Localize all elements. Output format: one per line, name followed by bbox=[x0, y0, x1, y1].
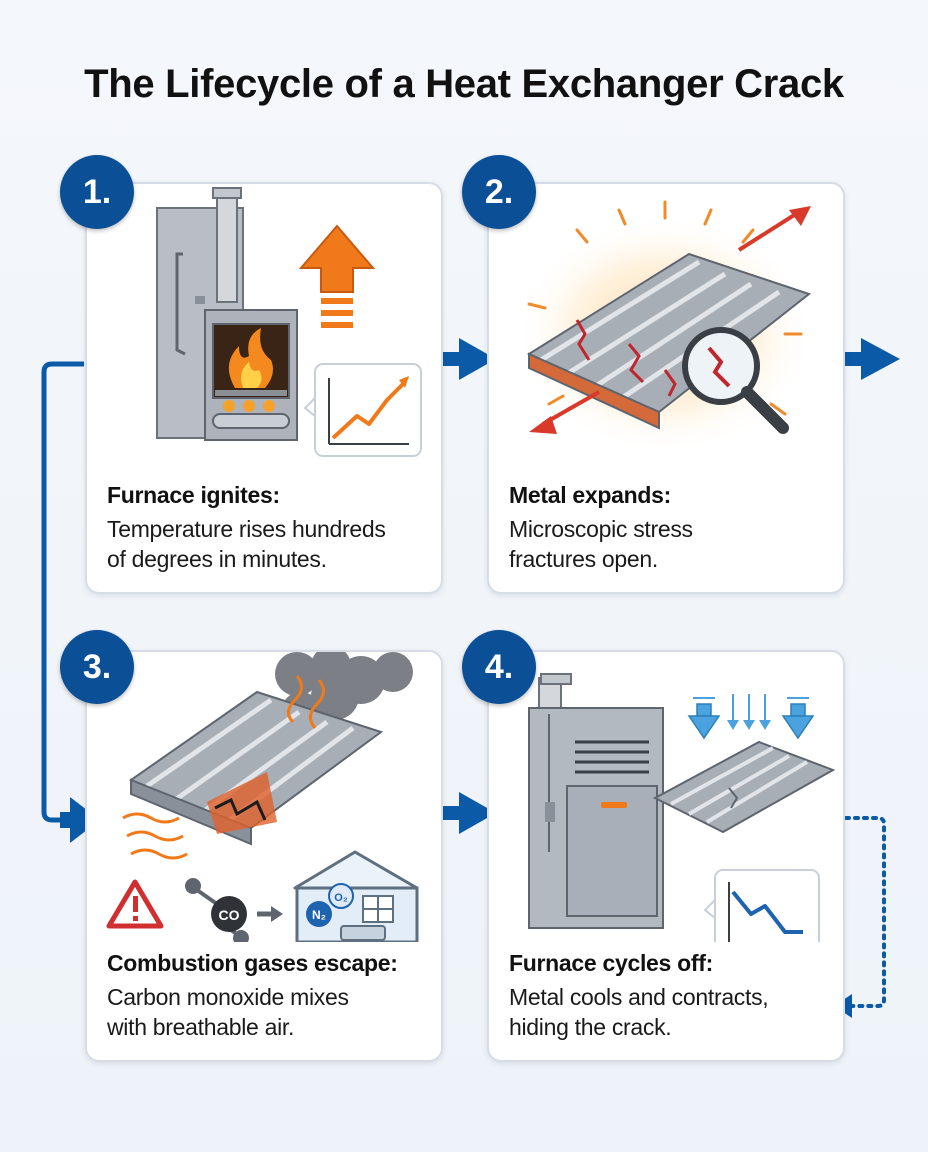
step-4-heading: Furnace cycles off: bbox=[509, 950, 713, 976]
step-4-badge: 4. bbox=[462, 630, 536, 704]
step-3-body-line: with breathable air. bbox=[107, 1014, 295, 1040]
step-3-body: Carbon monoxide mixes with breathable ai… bbox=[107, 982, 427, 1042]
step-4-body-line: hiding the crack. bbox=[509, 1014, 672, 1040]
step-2-caption: Metal expands: Microscopic stress fractu… bbox=[509, 480, 829, 574]
step-2-body: Microscopic stress fractures open. bbox=[509, 514, 829, 574]
step-2-body-line: Microscopic stress bbox=[509, 516, 693, 542]
step-2-heading: Metal expands: bbox=[509, 482, 671, 508]
step-3-heading: Combustion gases escape: bbox=[107, 950, 398, 976]
step-card-3: CO N₂ O₂ Combustion gases escape: Carbon… bbox=[85, 650, 443, 1062]
co-label: CO bbox=[219, 907, 240, 923]
expanding-metal-icon bbox=[515, 200, 815, 454]
house-icon bbox=[293, 850, 419, 890]
step-4-body: Metal cools and contracts, hiding the cr… bbox=[509, 982, 829, 1042]
step-1-caption: Furnace ignites: Temperature rises hundr… bbox=[107, 480, 427, 574]
gas-leak-icon: CO N₂ O₂ bbox=[106, 652, 419, 942]
step-3-badge: 3. bbox=[60, 630, 134, 704]
step-card-4: Furnace cycles off: Metal cools and cont… bbox=[487, 650, 845, 1062]
o2-label: O₂ bbox=[334, 892, 348, 904]
n2-label: N₂ bbox=[312, 908, 326, 922]
step-card-1: Furnace ignites: Temperature rises hundr… bbox=[85, 182, 443, 594]
furnace-cooling-icon bbox=[528, 673, 836, 942]
infographic-title: The Lifecycle of a Heat Exchanger Crack bbox=[84, 62, 844, 106]
step-card-2: Metal expands: Microscopic stress fractu… bbox=[487, 182, 845, 594]
step-1-badge: 1. bbox=[60, 155, 134, 229]
step-1-heading: Furnace ignites: bbox=[107, 482, 280, 508]
step-3-caption: Combustion gases escape: Carbon monoxide… bbox=[107, 948, 427, 1042]
step-4-body-line: Metal cools and contracts, bbox=[509, 984, 769, 1010]
step-1-body-line: of degrees in minutes. bbox=[107, 546, 327, 572]
step-3-body-line: Carbon monoxide mixes bbox=[107, 984, 349, 1010]
step-4-caption: Furnace cycles off: Metal cools and cont… bbox=[509, 948, 829, 1042]
arrow-step2-out bbox=[843, 338, 900, 380]
step-1-body-line: Temperature rises hundreds bbox=[107, 516, 386, 542]
step-1-body: Temperature rises hundreds of degrees in… bbox=[107, 514, 427, 574]
step-2-badge: 2. bbox=[462, 155, 536, 229]
step-2-body-line: fractures open. bbox=[509, 546, 658, 572]
furnace-flame-icon bbox=[156, 187, 422, 457]
